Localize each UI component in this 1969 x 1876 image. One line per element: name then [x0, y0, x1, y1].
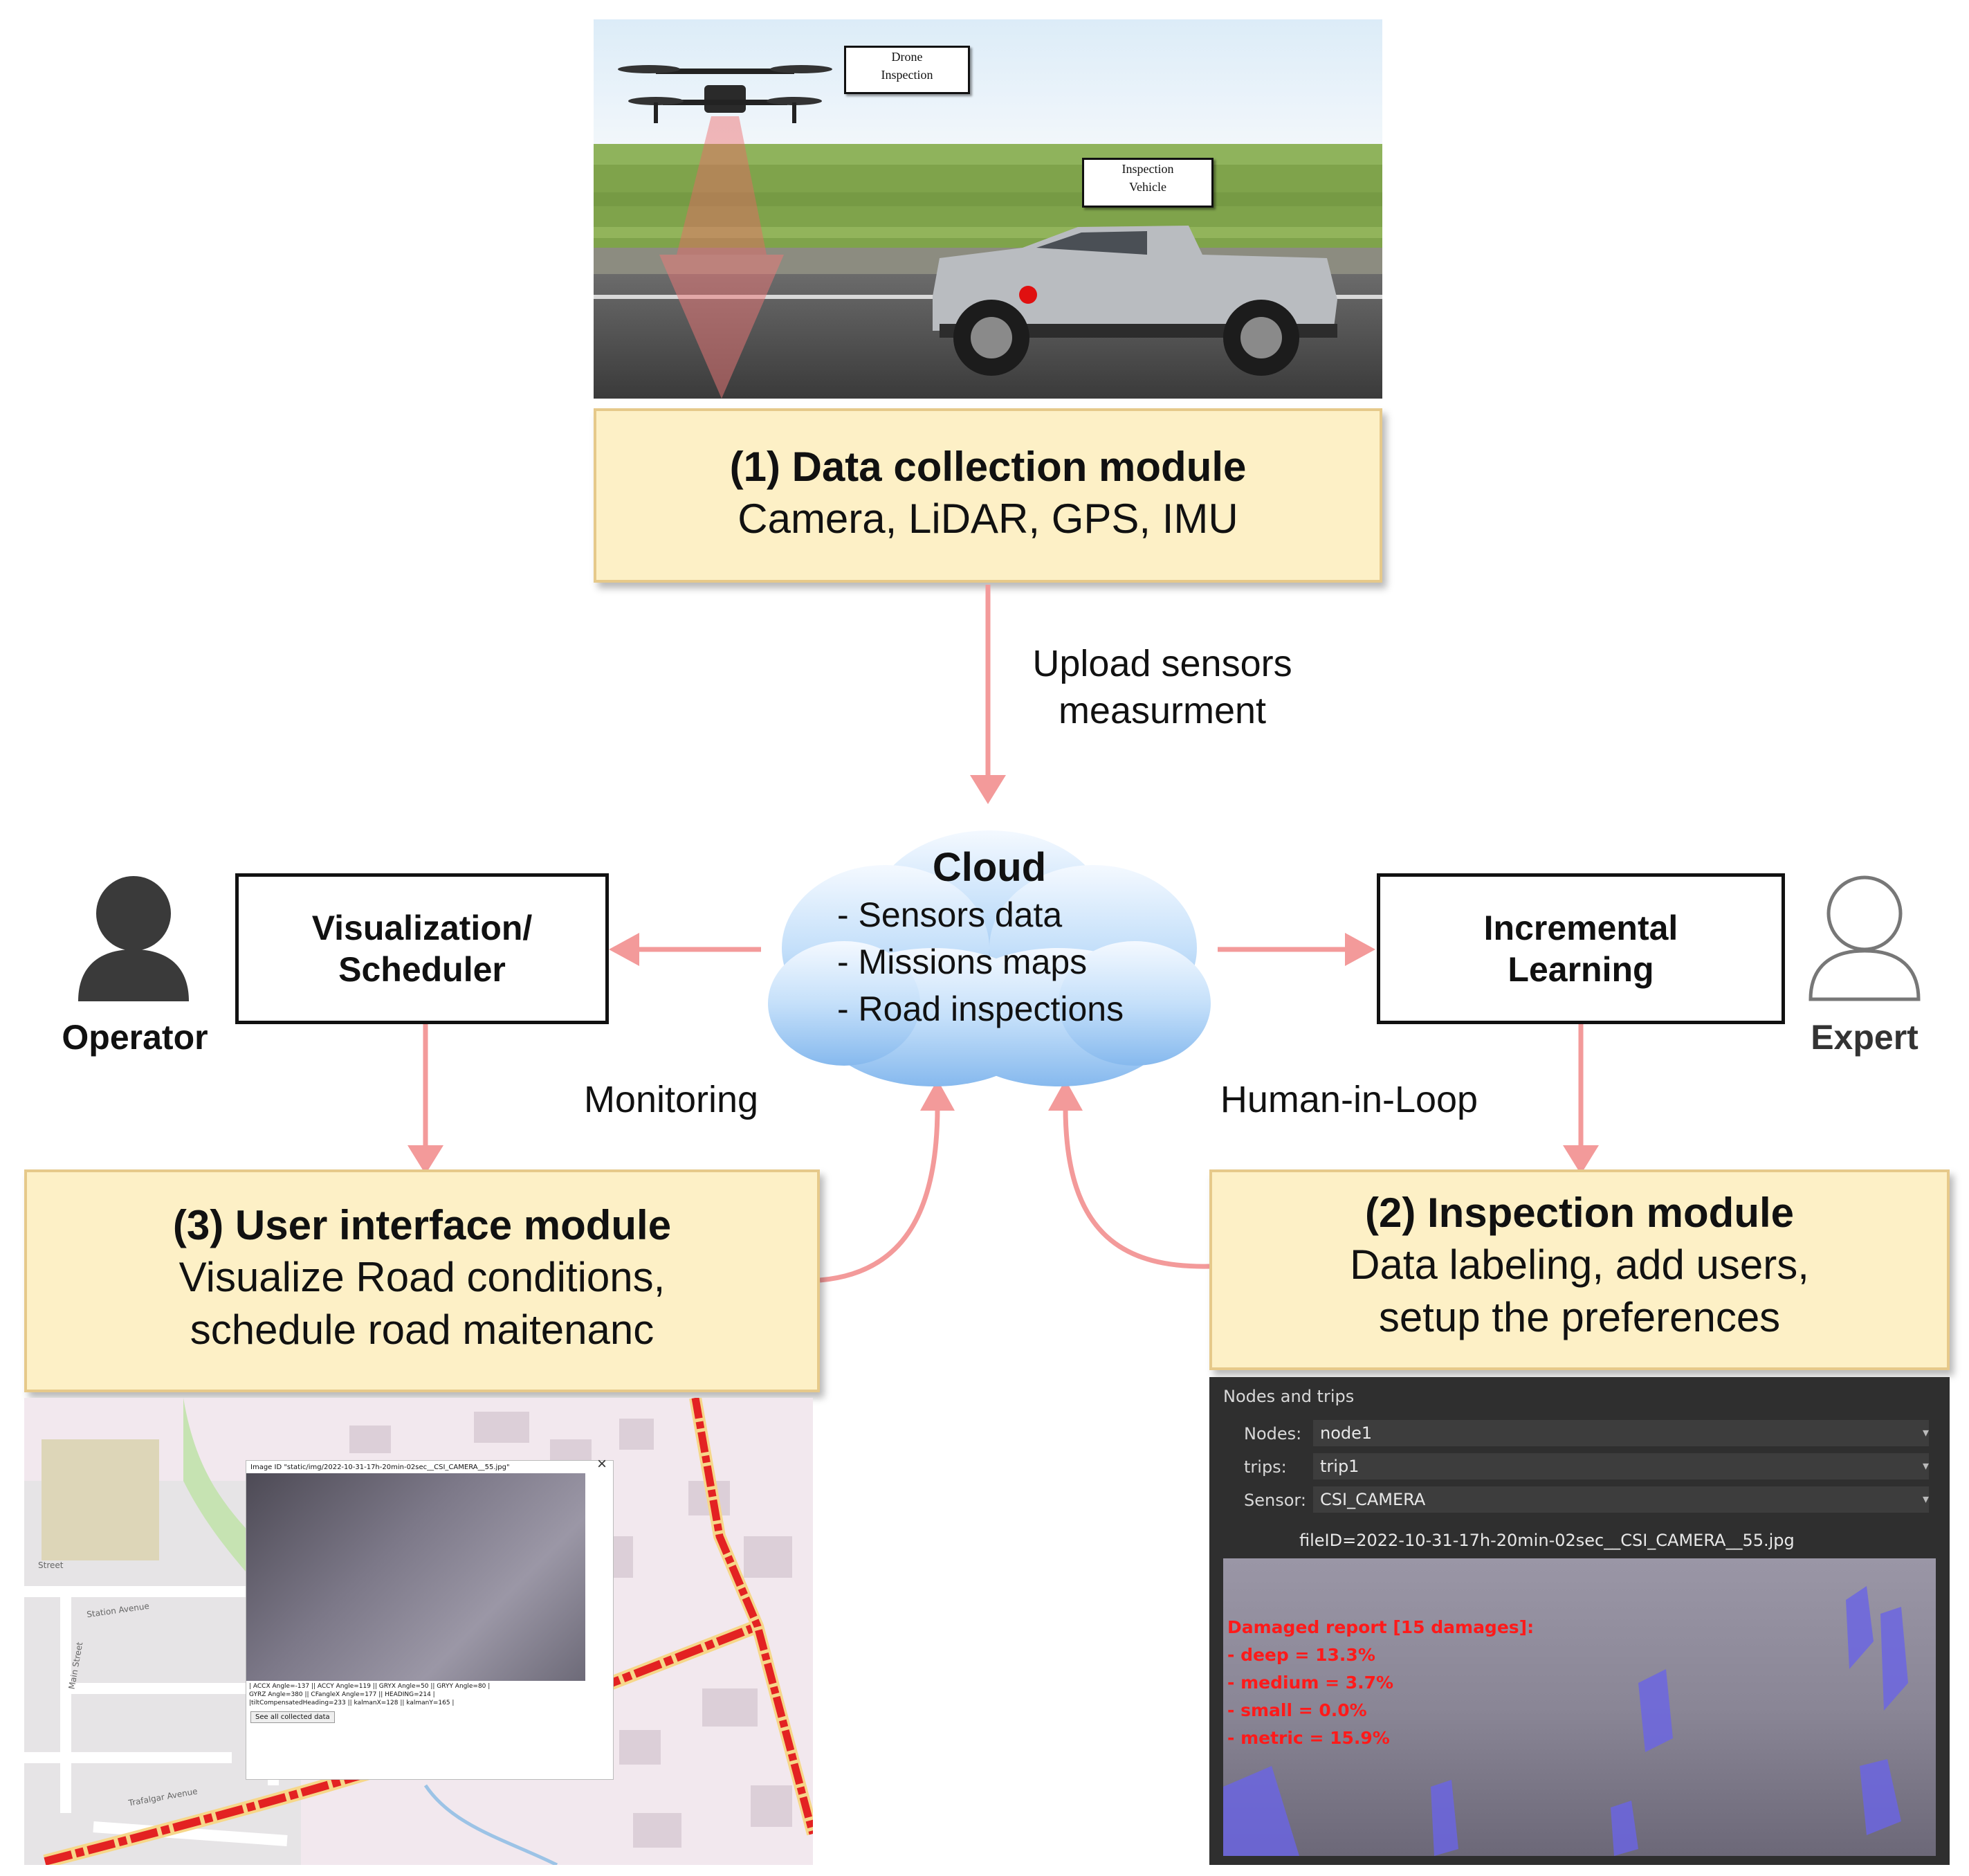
damaged-road-line: [691, 1398, 813, 1835]
chevron-down-icon: ▾: [1922, 1426, 1929, 1439]
data-collection-title: (1) Data collection module: [729, 444, 1247, 490]
sensor-row: Sensor: CSI_CAMERA ▾: [1237, 1486, 1936, 1514]
user-interface-line2: schedule road maitenanc: [190, 1306, 654, 1353]
cloud-item: - Road inspections: [837, 990, 1124, 1028]
visualization-scheduler-box: Visualization/Scheduler: [235, 873, 609, 1024]
nodes-select[interactable]: node1: [1313, 1420, 1929, 1446]
user-interface-module: (3) User interface module Visualize Road…: [24, 1169, 820, 1392]
human-in-loop-label: Human-in-Loop: [1220, 1079, 1478, 1120]
user-interface-line1: Visualize Road conditions,: [178, 1254, 666, 1300]
chevron-down-icon: ▾: [1922, 1459, 1929, 1473]
popup-close-icon[interactable]: ×: [597, 1455, 607, 1473]
file-id-label: fileID=2022-10-31-17h-20min-02sec__CSI_C…: [1299, 1531, 1795, 1550]
trips-select[interactable]: trip1: [1313, 1453, 1929, 1479]
expert-icon: [1808, 875, 1921, 1001]
cloud-item: - Missions maps: [837, 942, 1088, 981]
inspection-app-window: Nodes and trips Nodes: node1 ▾ trips: tr…: [1209, 1377, 1950, 1865]
inspection-title: (2) Inspection module: [1364, 1190, 1795, 1236]
popup-image-id: Image ID "static/img/2022-10-31-17h-20mi…: [250, 1464, 510, 1471]
operator-label: Operator: [62, 1018, 208, 1057]
popup-sensor-readout: | ACCX Angle=-137 || ACCY Angle=119 || G…: [249, 1683, 491, 1706]
cloud-label: Cloud - Sensors data - Missions maps - R…: [837, 844, 1142, 1032]
data-collection-subtitle: Camera, LiDAR, GPS, IMU: [738, 495, 1238, 542]
drone-icon: [618, 65, 832, 123]
map-popup: Image ID "static/img/2022-10-31-17h-20mi…: [246, 1460, 614, 1780]
inspection-line1: Data labeling, add users,: [1350, 1241, 1809, 1288]
monitoring-label: Monitoring: [583, 1079, 759, 1120]
cloud-icon: [768, 830, 1211, 1086]
road-condition-map[interactable]: Image ID "static/img/2022-10-31-17h-20mi…: [24, 1398, 813, 1865]
expert-label: Expert: [1811, 1018, 1918, 1057]
inspection-image: Damaged report [15 damages]: - deep = 13…: [1223, 1558, 1936, 1856]
cloud-item: - Sensors data: [837, 895, 1063, 934]
ui-to-cloud-arrow: [819, 1107, 940, 1283]
sensor-select[interactable]: CSI_CAMERA: [1313, 1486, 1929, 1513]
user-interface-title: (3) User interface module: [172, 1202, 672, 1248]
cloud-title: Cloud: [932, 845, 1047, 890]
chevron-down-icon: ▾: [1922, 1492, 1929, 1506]
inspection-to-cloud-arrow: [1063, 1107, 1210, 1269]
operator-icon: [78, 876, 189, 1001]
inspection-vehicle-icon: [933, 226, 1337, 376]
see-all-data-button[interactable]: See all collected data: [250, 1711, 335, 1723]
data-collection-module: (1) Data collection module Camera, LiDAR…: [594, 408, 1382, 583]
panel-title: Nodes and trips: [1223, 1387, 1355, 1406]
trips-row: trips: trip1 ▾: [1237, 1453, 1936, 1481]
damage-report: Damaged report [15 damages]: - deep = 13…: [1227, 1617, 1535, 1748]
inspection-module: (2) Inspection module Data labeling, add…: [1209, 1169, 1950, 1370]
inspection-line2: setup the preferences: [1378, 1294, 1781, 1340]
nodes-row: Nodes: node1 ▾: [1237, 1420, 1936, 1448]
popup-road-image: [246, 1473, 585, 1681]
street-label: Street: [38, 1560, 64, 1570]
